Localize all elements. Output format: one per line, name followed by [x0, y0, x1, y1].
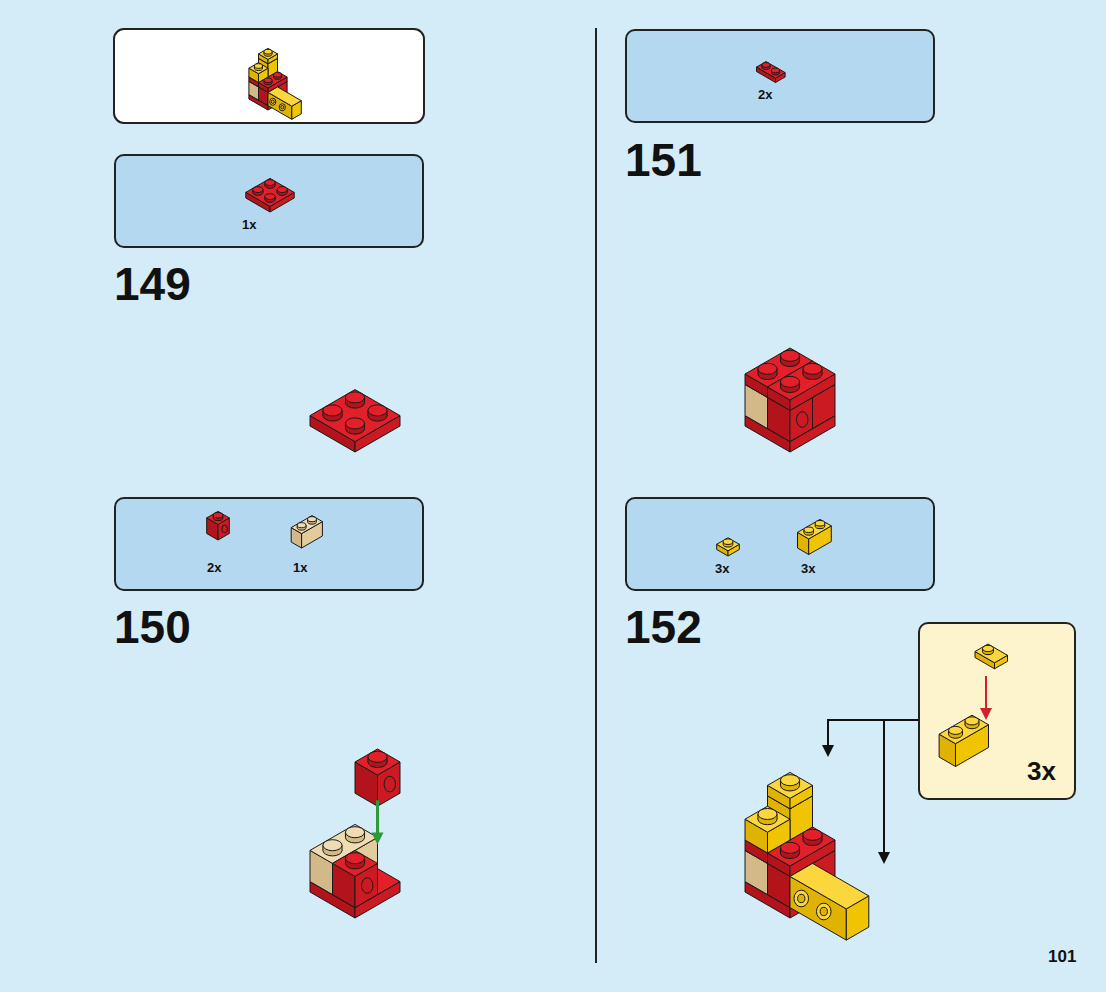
red-brick-side-stud: [207, 511, 230, 540]
quantity-label: 1x: [242, 218, 256, 231]
parts-callout: 3x 3x: [625, 497, 935, 591]
falling-red-brick: [355, 749, 400, 806]
step-149-model: [310, 390, 400, 452]
step-151-model: [745, 348, 835, 452]
callout-ground: [114, 154, 424, 248]
callout-ground: [625, 497, 935, 591]
callout-ground: [625, 29, 935, 123]
callout-ground: [918, 622, 1076, 800]
step-number: 152: [625, 604, 702, 650]
red-plate-2x2: [246, 178, 294, 212]
placement-arrow: [372, 800, 384, 844]
quantity-label: 2x: [207, 561, 221, 574]
model-preview: [249, 48, 301, 119]
quantity-label: 1x: [293, 561, 307, 574]
yellow-plate-1x1: [717, 538, 740, 556]
tan-brick-1x2: [291, 516, 322, 548]
subassembly-callout: 3x: [918, 622, 1076, 800]
step-150-model: [310, 824, 400, 918]
red-plate-1x2: [757, 62, 786, 83]
quantity-label: 3x: [1027, 758, 1056, 784]
yellow-slope: [798, 519, 832, 554]
parts-callout: 2x: [625, 29, 935, 123]
result-preview-box: [114, 29, 424, 123]
step-152-model: [745, 772, 869, 940]
column-divider: [595, 28, 597, 963]
quantity-label: 3x: [801, 562, 815, 575]
step-number: 151: [625, 137, 702, 183]
quantity-label: 2x: [758, 88, 772, 101]
subassembly-illustration: [939, 644, 1007, 767]
parts-callout: 2x 1x: [114, 497, 424, 591]
parts-callout: 1x: [114, 154, 424, 248]
step-number: 149: [114, 261, 191, 307]
callout-ground: [114, 497, 424, 591]
callout-pointer: [822, 719, 918, 864]
quantity-label: 3x: [715, 562, 729, 575]
step-number: 150: [114, 604, 191, 650]
page-number: 101: [1048, 948, 1076, 965]
